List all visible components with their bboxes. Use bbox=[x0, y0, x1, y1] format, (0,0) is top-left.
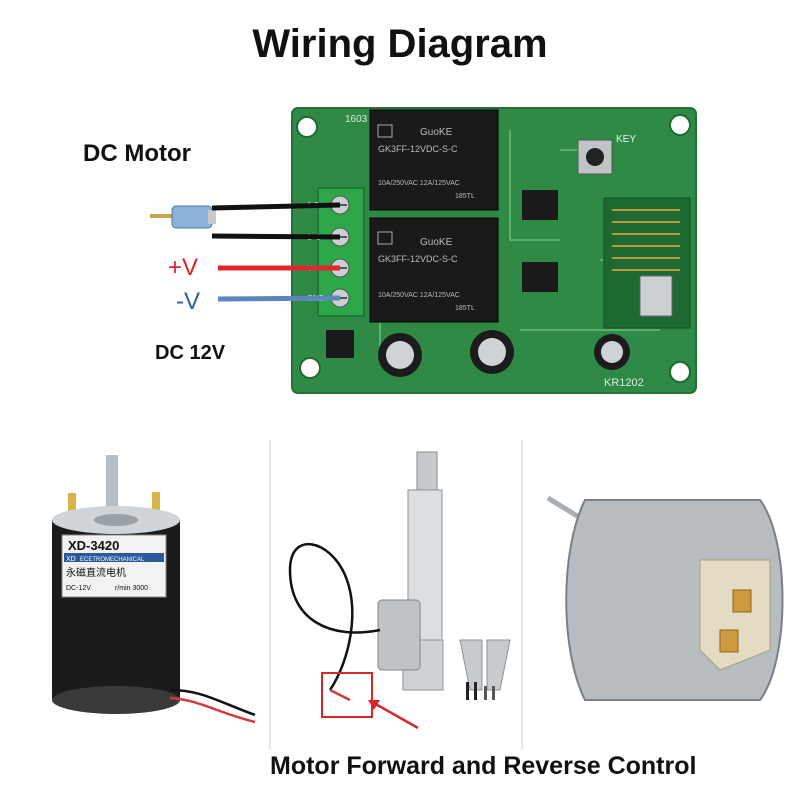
motor-brand-label: XD-3420 bbox=[68, 538, 119, 553]
motor-rpm-label: r/min 3000 bbox=[115, 585, 148, 592]
capacitor-3 bbox=[594, 334, 630, 370]
motor-wire-2 bbox=[211, 233, 341, 240]
dc-motor-small bbox=[150, 205, 216, 229]
relay-2-brand: GuoKE bbox=[420, 237, 453, 248]
key-button: KEY bbox=[577, 134, 636, 175]
relay-2: GuoKE GK3FF-12VDC-S-C 10A/250VAC 12A/125… bbox=[369, 217, 499, 323]
relay-1-rating: 10A/250VAC 12A/125VAC bbox=[378, 180, 460, 187]
key-label: KEY bbox=[616, 134, 636, 145]
product-xd3420-motor: XD-3420 XD ECETROMECHANICAL 永磁直流电机 DC-12… bbox=[52, 455, 256, 724]
minus-v-label: -V bbox=[176, 288, 200, 315]
capacitor-2 bbox=[470, 330, 514, 374]
board-model-bottom: KR1202 bbox=[604, 377, 644, 389]
relay-2-rating: 10A/250VAC 12A/125VAC bbox=[378, 292, 460, 299]
product-brushed-dc-motor bbox=[546, 495, 784, 701]
relay-1-brand: GuoKE bbox=[420, 127, 453, 138]
ic-chip-2 bbox=[522, 262, 558, 292]
motor-sub2-label: ECETROMECHANICAL bbox=[80, 557, 145, 563]
capacitor-1 bbox=[378, 333, 422, 377]
motor-cn-label: 永磁直流电机 bbox=[66, 566, 126, 579]
motor-spec-label: DC-12V bbox=[66, 585, 91, 592]
relay-1-model: GK3FF-12VDC-S-C bbox=[378, 144, 458, 154]
dc-12v-label: DC 12V bbox=[155, 342, 226, 364]
dc-motor-label: DC Motor bbox=[83, 140, 191, 167]
relay-1-code: 185TL bbox=[455, 193, 475, 200]
minus-v-wire bbox=[217, 295, 341, 302]
wire-arrow bbox=[371, 700, 419, 730]
relay-board: 1603 KR1202 GuoKE GK3FF-12VDC-S-C 10A/25… bbox=[291, 107, 697, 394]
wire-highlight-box bbox=[321, 672, 373, 718]
diagram-title: Wiring Diagram bbox=[252, 22, 548, 66]
relay-1: GuoKE GK3FF-12VDC-S-C 10A/250VAC 12A/125… bbox=[369, 109, 499, 211]
motor-wire-1 bbox=[211, 202, 341, 211]
motor-sub-label: XD bbox=[66, 556, 76, 563]
rf-receiver-module bbox=[603, 197, 691, 329]
relay-2-code: 185TL bbox=[455, 305, 475, 312]
relay-2-model: GK3FF-12VDC-S-C bbox=[378, 254, 458, 264]
bottom-caption: Motor Forward and Reverse Control bbox=[270, 752, 697, 780]
product-linear-actuator bbox=[288, 451, 511, 730]
regulator-chip bbox=[326, 330, 354, 358]
plus-v-label: +V bbox=[168, 254, 199, 281]
board-model-top: 1603 bbox=[345, 114, 368, 125]
ic-chip-1 bbox=[522, 190, 558, 220]
